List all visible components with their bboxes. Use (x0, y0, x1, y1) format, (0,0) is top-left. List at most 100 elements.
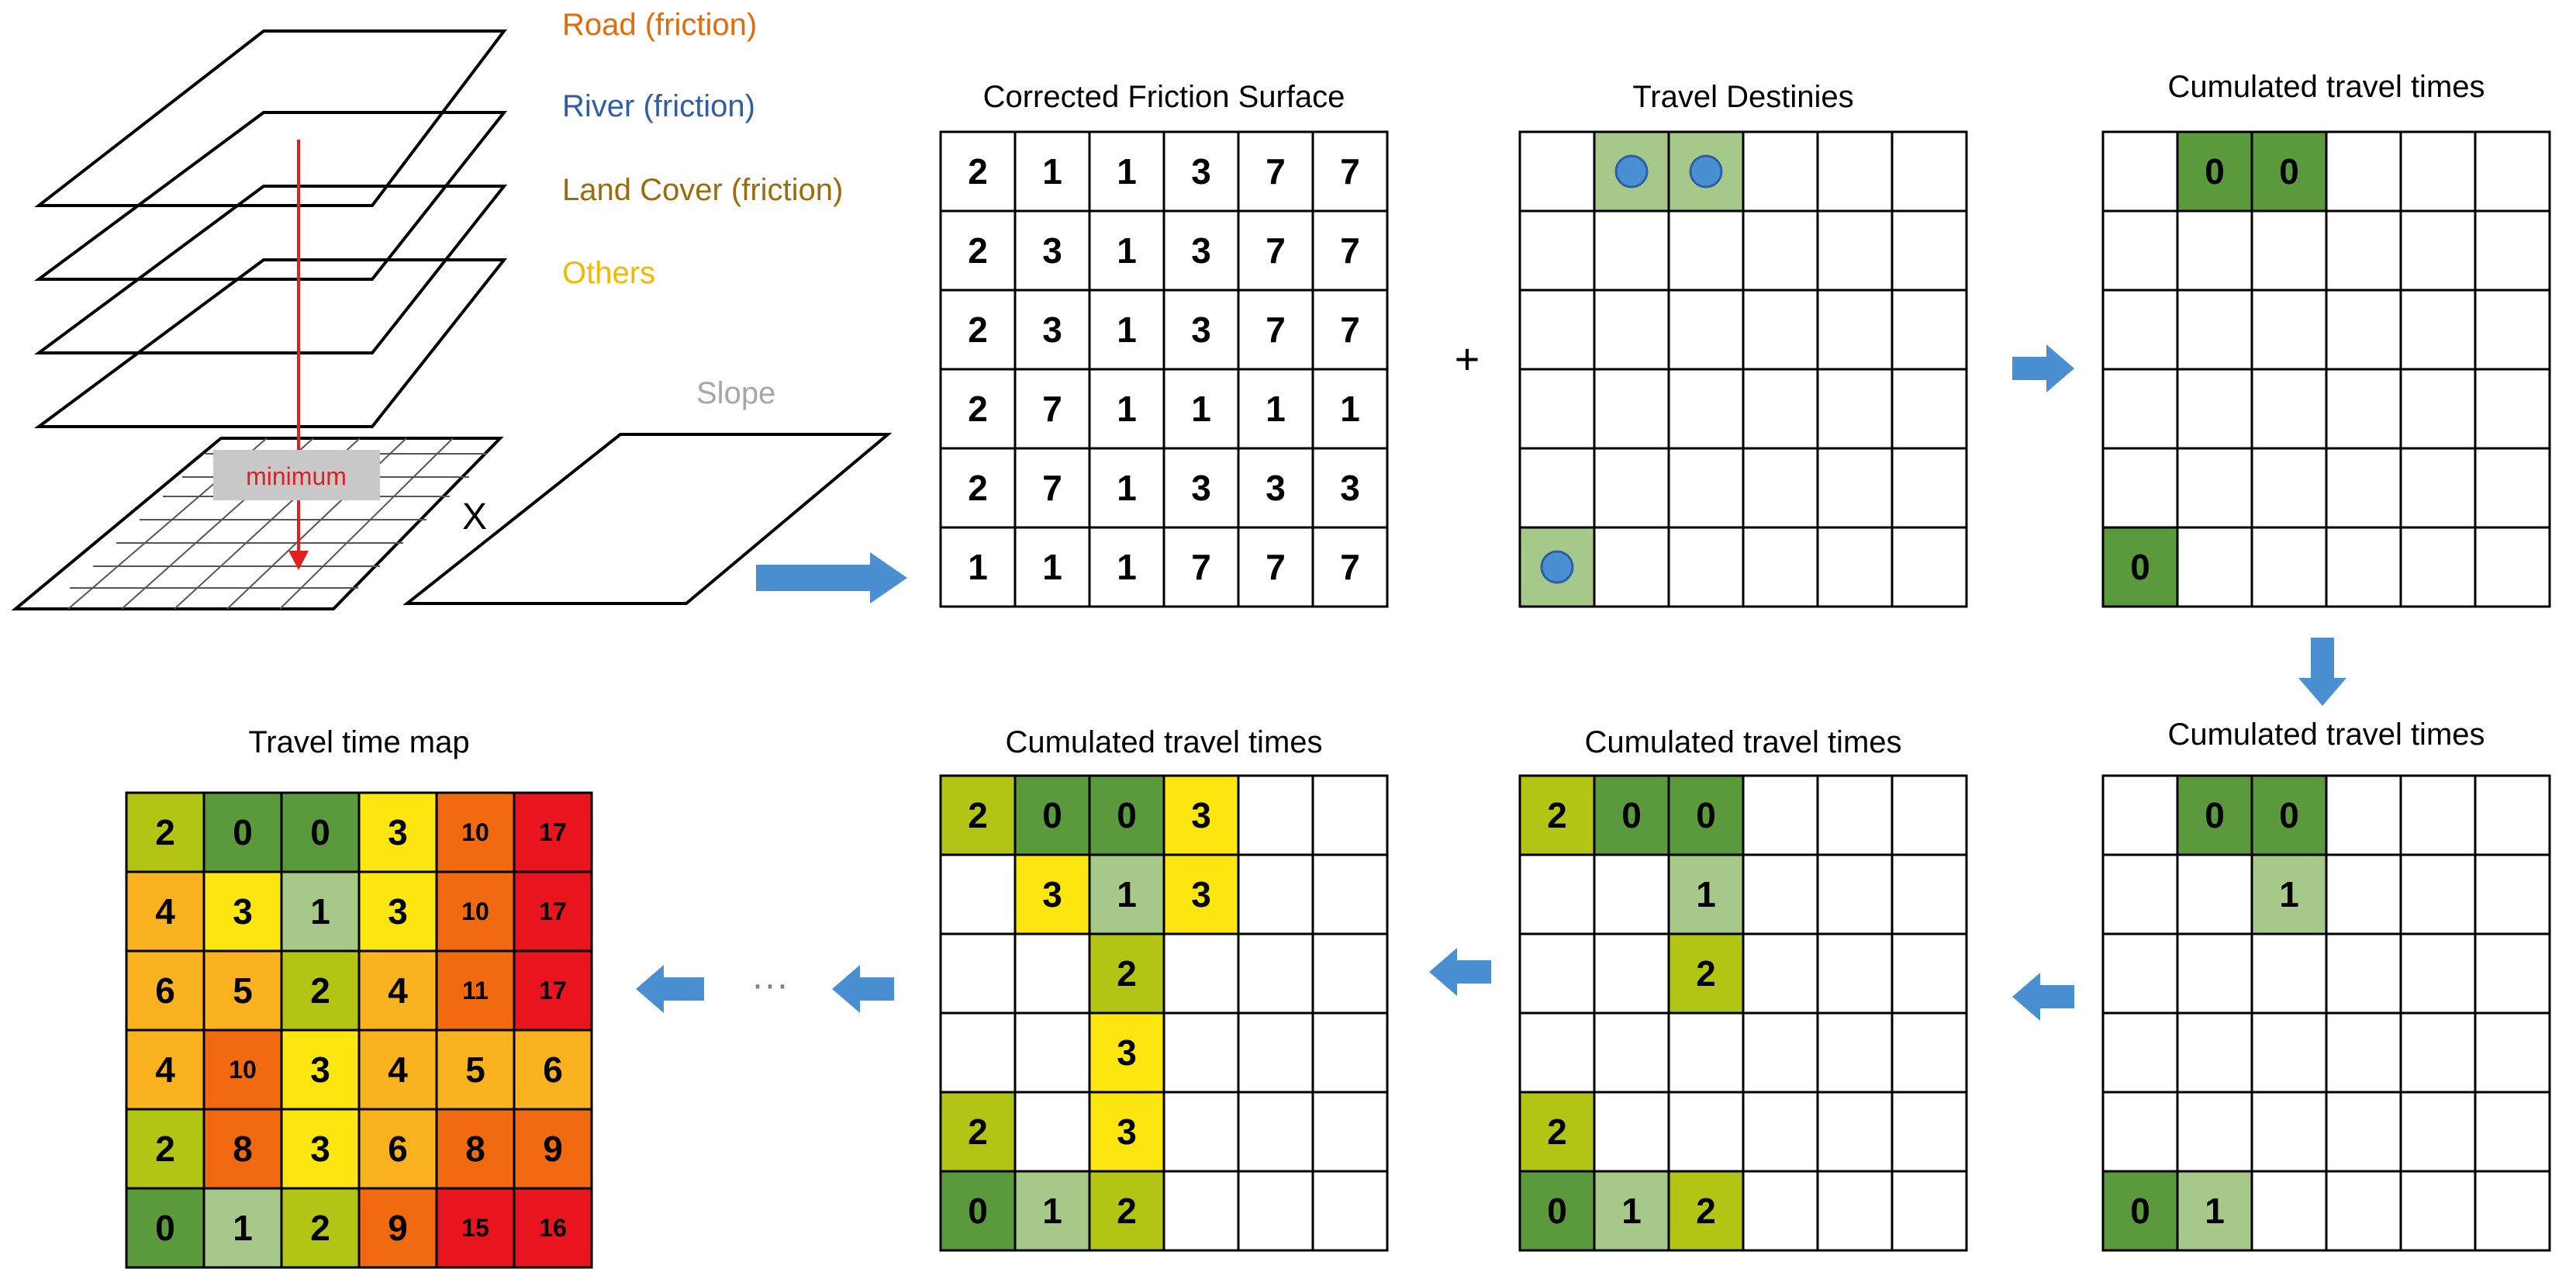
cell-value: 1 (1117, 468, 1137, 508)
cell-value: 15 (461, 1214, 489, 1242)
corrected-friction-grid: Corrected Friction Surface21137723137723… (941, 80, 1387, 607)
cell-value: 3 (1117, 1112, 1137, 1152)
grid-cell (2252, 369, 2326, 448)
cell-value: 6 (155, 970, 175, 1011)
cell-value: 1 (310, 891, 330, 932)
grid-cell (1892, 1092, 1967, 1171)
grid-cell (1594, 1013, 1669, 1092)
cell-value: 1 (1117, 151, 1137, 192)
cell-value: 0 (1696, 795, 1716, 835)
grid-cell (941, 934, 1015, 1013)
cell-value: 7 (1340, 309, 1360, 350)
cell-value: 9 (543, 1129, 563, 1169)
cell-value: 2 (968, 468, 988, 508)
cell-value: 1 (1191, 389, 1211, 429)
grid-cell (1818, 527, 1892, 607)
cell-value: 1 (2205, 1191, 2225, 1231)
grid-cell (1892, 290, 1967, 369)
destination-dot (1690, 156, 1721, 187)
layer-land-cover (39, 186, 504, 353)
grid-cell (2103, 1092, 2177, 1171)
cell-value: 1 (2279, 874, 2299, 915)
grid-cell (1594, 211, 1669, 290)
cell-value: 17 (539, 977, 567, 1004)
grid-cell (2475, 855, 2550, 934)
grid-cell (2326, 1171, 2401, 1250)
grid-cell (1313, 1092, 1387, 1171)
cell-value: 2 (155, 812, 175, 852)
cell-value: 3 (1340, 468, 1360, 508)
grid-cell (2177, 934, 2252, 1013)
cell-value: 2 (310, 1208, 330, 1248)
grid-cell (1520, 448, 1594, 527)
cell-value: 6 (388, 1129, 408, 1169)
cell-value: 5 (233, 970, 253, 1011)
grid-cell (2252, 211, 2326, 290)
grid-cell (2475, 1092, 2550, 1171)
grid-cell (1743, 448, 1818, 527)
grid-cell (2177, 1092, 2252, 1171)
cell-value: 0 (2205, 151, 2225, 192)
grid-cell (2401, 776, 2475, 855)
plus-sign: + (1455, 334, 1480, 383)
cell-value: 0 (968, 1191, 988, 1231)
cell-value: 6 (543, 1049, 563, 1090)
arrow-to-cumulated-2 (2298, 638, 2346, 706)
cell-value: 10 (461, 897, 489, 925)
grid-cell (2475, 1013, 2550, 1092)
grid-cell (1594, 855, 1669, 934)
grid-cell (2326, 1092, 2401, 1171)
grid-cell (2103, 290, 2177, 369)
grid-cell (1015, 1013, 1089, 1092)
grid-cell (1743, 776, 1818, 855)
grid-cell (2401, 527, 2475, 607)
cell-value: 2 (968, 309, 988, 350)
grid-cell (2103, 934, 2177, 1013)
grid-cell (1818, 448, 1892, 527)
grid-cell (2475, 132, 2550, 211)
grid-cell (1238, 776, 1313, 855)
cell-value: 3 (1191, 468, 1211, 508)
grid-cell (2103, 1013, 2177, 1092)
grid-cell (1892, 934, 1967, 1013)
cell-value: 3 (1042, 230, 1062, 271)
cell-value: 1 (1621, 1191, 1642, 1231)
cell-value: 2 (1696, 953, 1716, 994)
grid-cell (1164, 1092, 1238, 1171)
ellipsis: ··· (751, 964, 789, 1005)
travel-time-map-title: Travel time map (248, 725, 469, 759)
grid-cell (1743, 934, 1818, 1013)
grid-cell (2252, 448, 2326, 527)
grid-cell (1743, 132, 1818, 211)
cell-value: 7 (1042, 468, 1062, 508)
grid-cell (1520, 1013, 1594, 1092)
grid-cell (2475, 290, 2550, 369)
river-label: River (friction) (562, 89, 755, 123)
cell-value: 3 (1042, 874, 1062, 915)
cumulated-2-title: Cumulated travel times (2167, 717, 2484, 752)
grid-cell (1818, 776, 1892, 855)
grid-cell (1313, 855, 1387, 934)
layer-river (39, 112, 504, 279)
grid-cell (1669, 448, 1743, 527)
cell-value: 2 (1117, 1191, 1137, 1231)
travel-destinies-title: Travel Destinies (1632, 80, 1853, 114)
cell-value: 3 (388, 812, 408, 852)
grid-cell (1818, 369, 1892, 448)
cell-value: 2 (968, 389, 988, 429)
cell-value: 1 (1117, 547, 1137, 587)
cell-value: 3 (1117, 1032, 1137, 1073)
grid-cell (1669, 527, 1743, 607)
minimum-arrowhead (288, 551, 309, 570)
cell-value: 2 (155, 1129, 175, 1169)
grid-cell (1818, 132, 1892, 211)
arrow-to-cumulated-3 (2012, 973, 2074, 1021)
grid-cell (2401, 1092, 2475, 1171)
cell-value: 4 (155, 891, 175, 932)
grid-cell (1892, 1171, 1967, 1250)
cell-value: 1 (1117, 230, 1137, 271)
grids: Corrected Friction Surface21137723137723… (126, 70, 2550, 1267)
cumulated-1-title: Cumulated travel times (2167, 70, 2484, 104)
cell-value: 3 (1191, 309, 1211, 350)
cell-value: 2 (968, 1112, 988, 1152)
